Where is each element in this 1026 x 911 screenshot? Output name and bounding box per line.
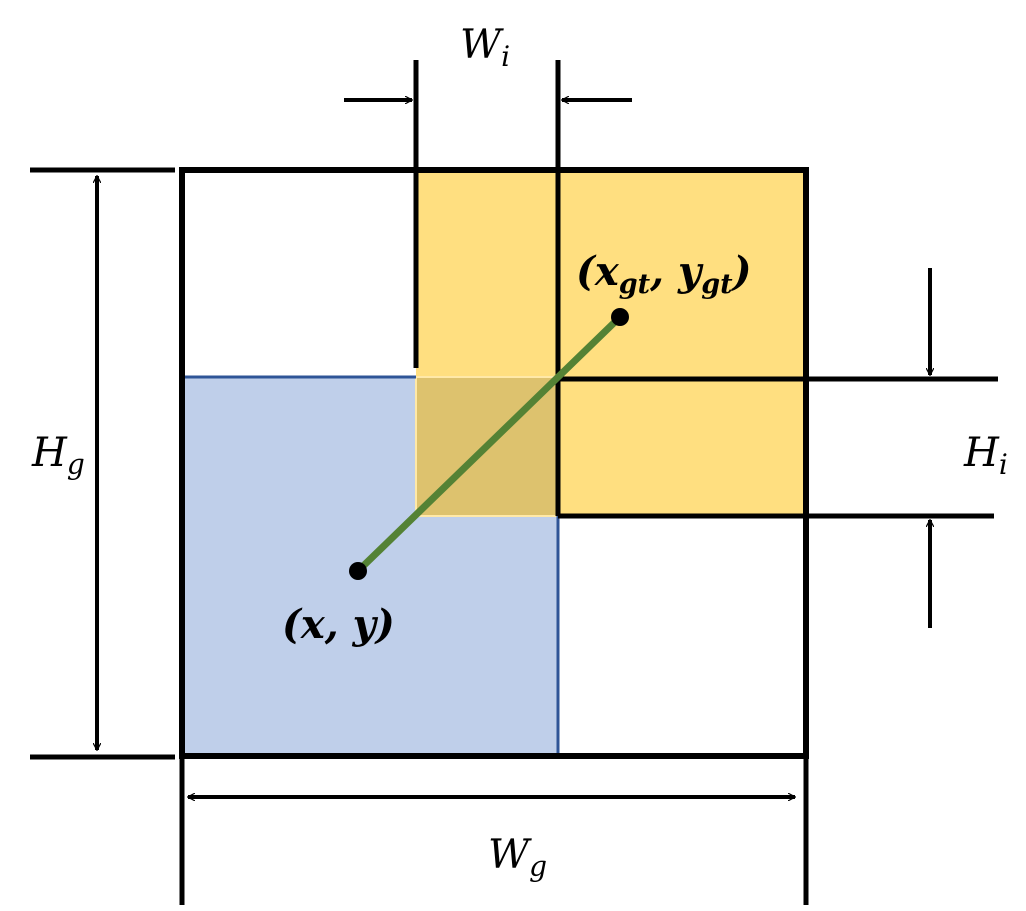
predicted-center-label: (x, y) — [282, 601, 395, 648]
predicted-center-point — [349, 562, 367, 580]
center-distance-line — [355, 314, 623, 574]
hg-label: Hg — [31, 430, 85, 481]
ground-truth-center-label: (xgt, ygt) — [576, 248, 752, 300]
wi-label: Wi — [460, 22, 510, 73]
hi-label: Hi — [963, 430, 1008, 481]
wg-label: Wg — [488, 832, 547, 883]
ground-truth-center-point — [611, 308, 629, 326]
enclosing-box — [179, 167, 809, 759]
